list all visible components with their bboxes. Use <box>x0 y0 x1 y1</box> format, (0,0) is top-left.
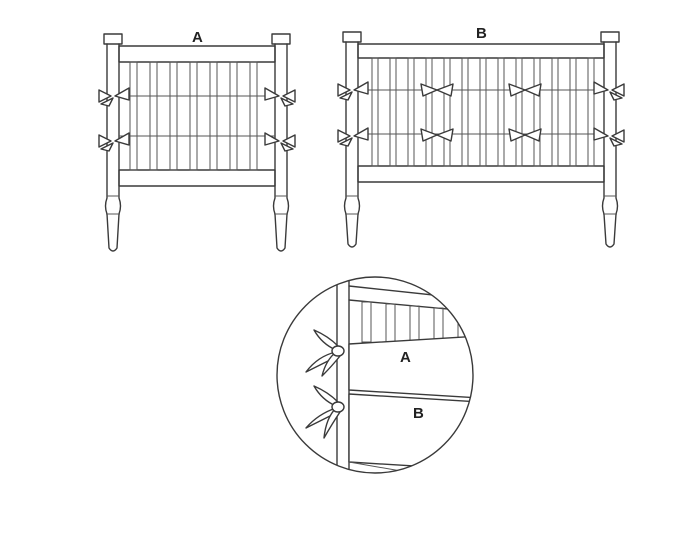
detail-circle <box>276 276 474 474</box>
crib-b-top-rail <box>357 43 605 59</box>
crib-a-top-rail <box>118 45 276 63</box>
crib-a-tie-right-bottom <box>264 132 296 152</box>
crib-a-left-post <box>103 33 123 252</box>
detail-tie-lower <box>305 385 345 439</box>
detail-label-a: A <box>400 349 411 366</box>
crib-b-tie-right-top <box>593 81 625 101</box>
crib-b-tie-left-top <box>337 81 369 101</box>
crib-b-bow-4 <box>508 128 542 142</box>
crib-b-slats <box>358 57 604 167</box>
crib-side-b: B <box>337 25 625 248</box>
crib-b-bow-1 <box>420 83 454 97</box>
crib-a-bottom-rail <box>118 169 276 187</box>
crib-a-tie-left-bottom <box>98 132 130 152</box>
crib-a-tie-right-top <box>264 87 296 107</box>
bumper-pad-a <box>348 335 473 399</box>
crib-a-right-post <box>271 33 291 252</box>
crib-b-bottom-rail <box>357 165 605 183</box>
crib-b-right-post <box>600 31 620 248</box>
crib-b-bow-2 <box>508 83 542 97</box>
crib-end-a: A <box>98 29 296 252</box>
detail-label-b: B <box>413 405 424 422</box>
crib-a-tie-left-top <box>98 87 130 107</box>
crib-b-tie-left-bottom <box>337 127 369 147</box>
crib-b-left-post <box>342 31 362 248</box>
detail-tie-upper <box>305 329 345 377</box>
crib-a-slats <box>119 61 275 171</box>
crib-b-bow-3 <box>420 128 454 142</box>
detail-magnifier: A B <box>276 276 474 474</box>
label-b: B <box>476 25 487 42</box>
crib-b-tie-right-bottom <box>593 127 625 147</box>
label-a: A <box>192 29 203 46</box>
